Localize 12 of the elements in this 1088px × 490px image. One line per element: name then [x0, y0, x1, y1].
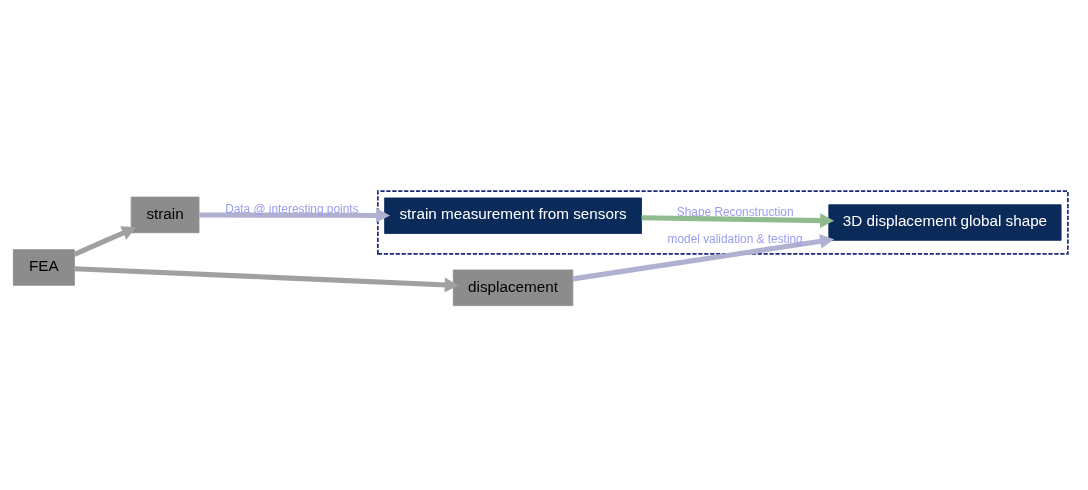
arrow: [73, 226, 136, 257]
arrow: [572, 234, 835, 282]
node-box: strain measurement from sensors: [384, 197, 642, 234]
edge-label: Shape Reconstruction: [676, 204, 794, 219]
node-box: displacement: [452, 269, 574, 307]
arrow: [74, 266, 459, 293]
node-box: strain: [130, 196, 200, 234]
edge-label: Data @ interesting points: [225, 201, 359, 216]
arrow: [199, 208, 391, 223]
node-box: FEA: [12, 249, 75, 286]
node-box: 3D displacement global shape: [828, 204, 1062, 241]
arrow: [641, 213, 835, 228]
